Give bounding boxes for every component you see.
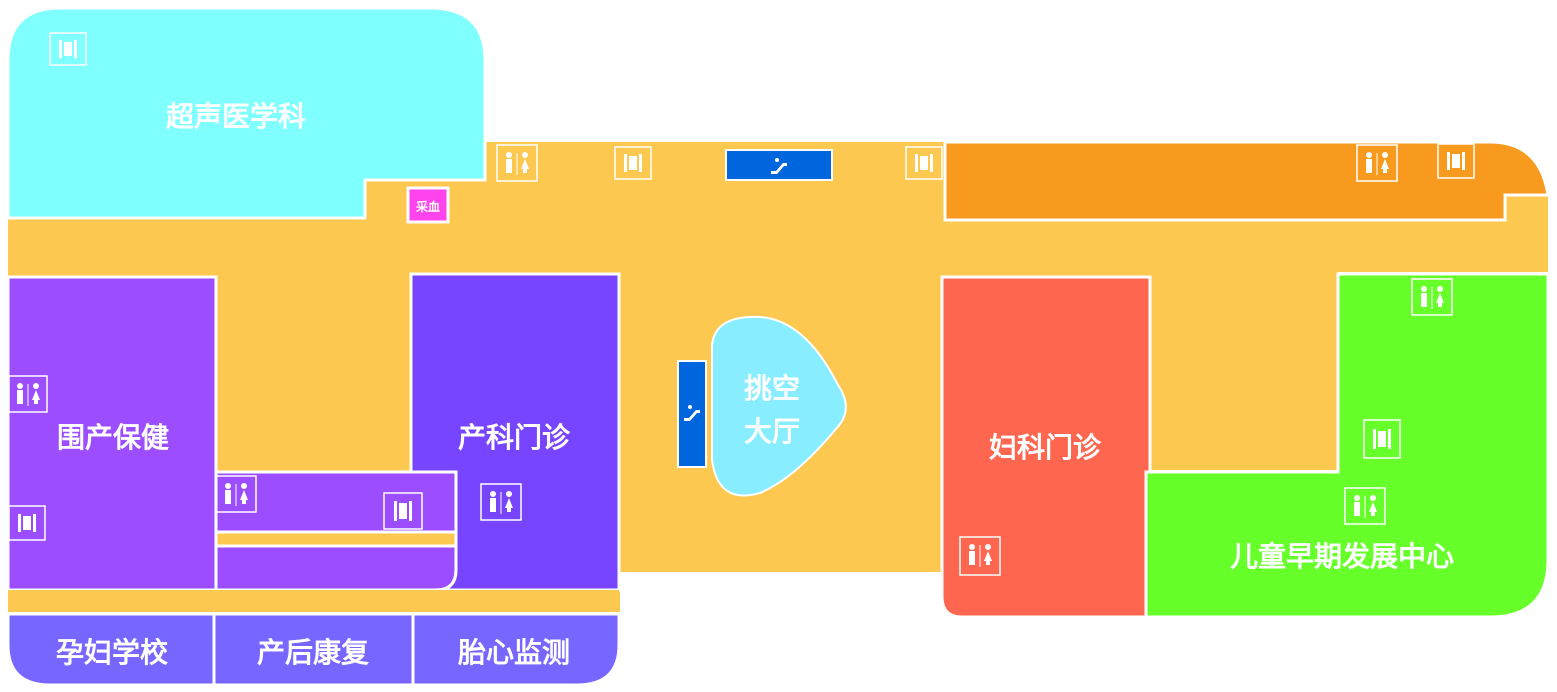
room-child-dev[interactable] [1144, 272, 1550, 619]
room-label-atrium-line1: 挑空 [744, 372, 800, 405]
elevator-icon[interactable] [383, 492, 423, 530]
room-perinatal-annex-top[interactable] [214, 470, 458, 534]
room-atrium[interactable] [711, 315, 847, 497]
restroom-icon[interactable] [496, 144, 538, 182]
room-label-maternal-school: 孕妇学校 [56, 636, 169, 669]
restroom-icon[interactable] [1356, 144, 1398, 182]
room-label-gynecology: 妇科门诊 [989, 431, 1102, 464]
room-label-fetal-monitor: 胎心监测 [458, 636, 570, 669]
room-postpartum[interactable] [212, 612, 415, 687]
restroom-icon[interactable] [215, 475, 257, 513]
elevator-icon[interactable] [614, 146, 652, 180]
room-ultrasound[interactable] [6, 6, 487, 220]
escalator-top[interactable] [725, 149, 833, 181]
restroom-icon[interactable] [1344, 487, 1386, 525]
restroom-icon[interactable] [1411, 278, 1453, 316]
room-label-ultrasound: 超声医学科 [166, 100, 306, 133]
room-maternal-school[interactable] [6, 612, 216, 687]
restroom-icon[interactable] [480, 483, 522, 521]
room-perinatal-annex-bottom[interactable] [214, 544, 458, 592]
restroom-icon[interactable] [959, 536, 1001, 576]
room-label-obstetrics: 产科门诊 [458, 421, 571, 454]
elevator-icon[interactable] [8, 505, 46, 541]
room-fetal-monitor[interactable] [411, 612, 621, 687]
room-label-postpartum: 产后康复 [257, 636, 369, 669]
room-label-atrium-line2: 大厅 [744, 415, 800, 448]
room-label-child-dev: 儿童早期发展中心 [1230, 540, 1454, 573]
escalator-icon [771, 158, 787, 174]
corridor-strip [214, 530, 458, 548]
elevator-icon[interactable] [1363, 419, 1401, 459]
corridor-bottom [8, 590, 619, 612]
room-orange-block[interactable] [943, 140, 1550, 222]
escalator-atrium[interactable] [677, 360, 707, 468]
room-label-perinatal: 围产保健 [57, 421, 169, 454]
elevator-icon[interactable] [905, 146, 943, 180]
elevator-icon[interactable] [1437, 143, 1475, 179]
room-label-blood-draw: 采血 [415, 199, 440, 214]
escalator-icon [684, 405, 700, 421]
elevator-icon[interactable] [49, 32, 87, 66]
restroom-icon[interactable] [8, 375, 48, 413]
room-blood-draw[interactable] [406, 186, 450, 224]
